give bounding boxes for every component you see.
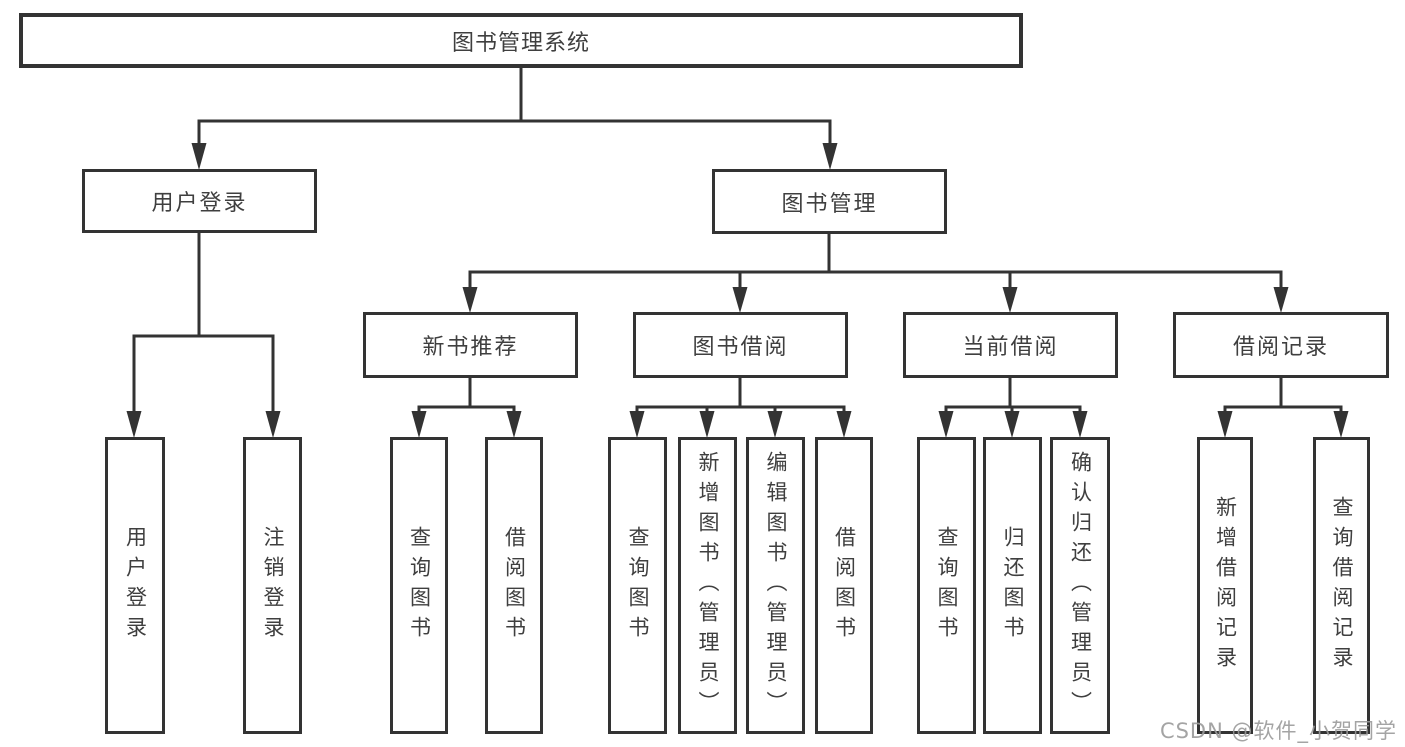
edges-borrow-records [1217,376,1349,438]
node-book-management: 图书管理 [712,169,947,234]
leaf-add-borrow-record-label: 新增借阅记录 [1213,495,1238,676]
leaf-borrow-books-1: 借阅图书 [485,437,543,734]
leaf-return-book-label: 归还图书 [1001,525,1025,646]
leaf-confirm-return-admin-label: 确认归还（管理员） [1068,450,1093,721]
leaf-return-book: 归还图书 [983,437,1042,734]
node-user-login-label: 用户登录 [151,191,248,216]
leaf-query-borrow-record: 查询借阅记录 [1313,437,1370,734]
edges-book-borrow [629,376,852,438]
leaf-add-borrow-record: 新增借阅记录 [1197,437,1253,734]
leaf-user-login: 用户登录 [105,437,165,734]
leaf-query-books-1-label: 查询图书 [407,525,432,646]
csdn-watermark: CSDN @软件_小贺同学 [1159,719,1397,743]
node-root-label: 图书管理系统 [451,30,590,56]
leaf-query-books-2: 查询图书 [608,437,667,734]
node-root: 图书管理系统 [19,13,1023,68]
leaf-query-books-1: 查询图书 [390,437,448,734]
node-new-book-recommend: 新书推荐 [363,312,578,378]
edges-current-borrow [938,376,1088,438]
node-user-login: 用户登录 [82,169,317,233]
edges-book-management [462,232,1289,313]
node-book-borrow: 图书借阅 [633,312,848,378]
edges-root [191,66,838,170]
leaf-edit-book-admin-label: 编辑图书（管理员） [764,450,788,721]
edges-user-login [126,231,281,438]
leaf-add-book-admin-label: 新增图书（管理员） [696,450,720,721]
node-book-borrow-label: 图书借阅 [692,335,789,360]
node-book-management-label: 图书管理 [781,191,878,217]
node-borrow-records: 借阅记录 [1173,312,1389,378]
leaf-logout: 注销登录 [243,437,302,734]
leaf-borrow-books-2-label: 借阅图书 [832,525,857,646]
leaf-add-book-admin: 新增图书（管理员） [678,437,737,734]
node-current-borrow: 当前借阅 [903,312,1118,378]
leaf-query-books-3-label: 查询图书 [935,525,959,646]
leaf-confirm-return-admin: 确认归还（管理员） [1050,437,1110,734]
edges-new-book-recommend [411,376,522,438]
node-borrow-records-label: 借阅记录 [1232,335,1329,360]
node-current-borrow-label: 当前借阅 [962,335,1059,360]
leaf-query-books-2-label: 查询图书 [626,525,650,646]
leaf-borrow-books-1-label: 借阅图书 [502,525,527,646]
leaf-user-login-label: 用户登录 [123,525,148,646]
node-new-book-recommend-label: 新书推荐 [422,335,519,360]
leaf-query-books-3: 查询图书 [917,437,976,734]
leaf-edit-book-admin: 编辑图书（管理员） [746,437,805,734]
leaf-borrow-books-2: 借阅图书 [815,437,873,734]
leaf-logout-label: 注销登录 [261,525,285,646]
leaf-query-borrow-record-label: 查询借阅记录 [1330,495,1354,676]
